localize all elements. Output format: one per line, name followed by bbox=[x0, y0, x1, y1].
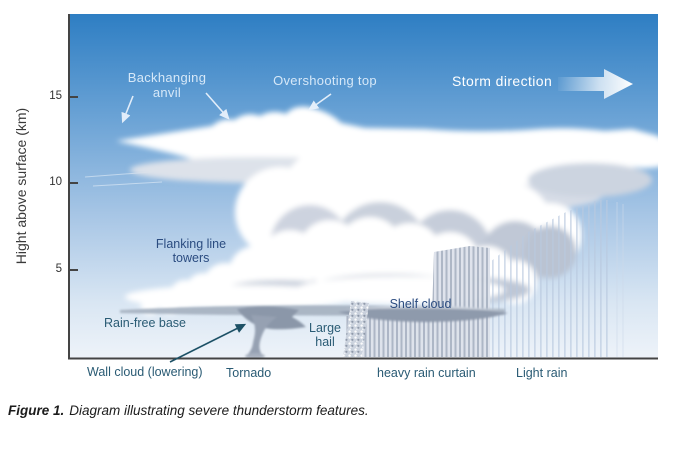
storm-direction-arrow-icon bbox=[558, 69, 633, 99]
overshooting-arrow bbox=[308, 93, 332, 111]
backhanging-arrow-right bbox=[205, 92, 230, 120]
label-flanking-line2: towers bbox=[172, 251, 210, 265]
label-tornado: Tornado bbox=[226, 366, 272, 380]
label-shelf-cloud: Shelf cloud bbox=[389, 297, 452, 311]
figure-caption: Figure 1. Diagram illustrating severe thu… bbox=[8, 403, 369, 418]
label-flanking-line-towers: Flanking line towers bbox=[145, 237, 237, 265]
axes bbox=[68, 14, 658, 360]
shelf-cloud-shape bbox=[338, 306, 508, 322]
caption-number: Figure 1. bbox=[8, 403, 65, 418]
label-large-hail: Large hail bbox=[302, 321, 348, 349]
backhanging-arrow-left bbox=[121, 95, 134, 124]
hail-shaft bbox=[343, 301, 369, 357]
label-backhanging-line2: anvil bbox=[152, 84, 182, 100]
label-flanking-line1: Flanking line bbox=[155, 237, 227, 251]
label-large-hail-line1: Large bbox=[309, 321, 341, 335]
label-backhanging-line1: Backhanging bbox=[127, 70, 207, 85]
y-axis-title: Hight above surface (km) bbox=[13, 107, 29, 265]
label-storm-direction: Storm direction bbox=[452, 73, 553, 89]
y-tick-label-15: 15 bbox=[49, 90, 62, 102]
tornado-funnel bbox=[246, 315, 277, 357]
tornado-debris bbox=[245, 353, 265, 358]
light-rain-curtain bbox=[490, 200, 624, 357]
label-large-hail-line2: hail bbox=[315, 335, 335, 349]
label-heavy-rain-curtain: heavy rain curtain bbox=[377, 366, 476, 380]
heavy-rain-curtain bbox=[346, 246, 490, 357]
shelf-cloud-highlight bbox=[344, 305, 504, 311]
y-tick-label-5: 5 bbox=[55, 263, 62, 275]
label-wall-cloud: Wall cloud (lowering) bbox=[87, 365, 203, 379]
annotation-arrows bbox=[121, 92, 332, 124]
caption-text: Diagram illustrating severe thunderstorm… bbox=[69, 403, 369, 418]
label-overshooting-top: Overshooting top bbox=[273, 73, 377, 88]
label-rain-free-base: Rain-free base bbox=[104, 316, 186, 330]
label-light-rain: Light rain bbox=[516, 366, 568, 380]
wall-cloud-arrow bbox=[169, 323, 247, 363]
label-backhanging-anvil: Backhanging anvil bbox=[107, 70, 227, 100]
y-tick-label-10: 10 bbox=[49, 176, 62, 188]
